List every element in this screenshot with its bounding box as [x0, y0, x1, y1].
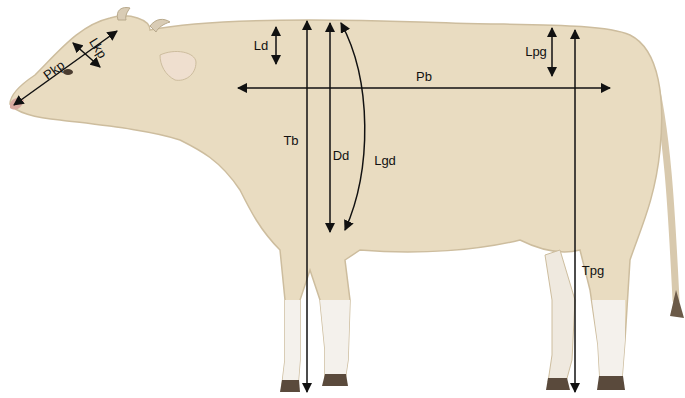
measurement-label: Lpg: [525, 45, 547, 58]
measurement-label: Pb: [416, 70, 432, 83]
measurement-label: Ld: [254, 39, 268, 52]
measurement-label: Tb: [283, 134, 298, 147]
measurement-label: Lgd: [374, 154, 396, 167]
measurement-label: Tpg: [582, 264, 604, 277]
measurement-arrows: [14, 21, 610, 392]
measurement-label: Dd: [333, 149, 350, 162]
